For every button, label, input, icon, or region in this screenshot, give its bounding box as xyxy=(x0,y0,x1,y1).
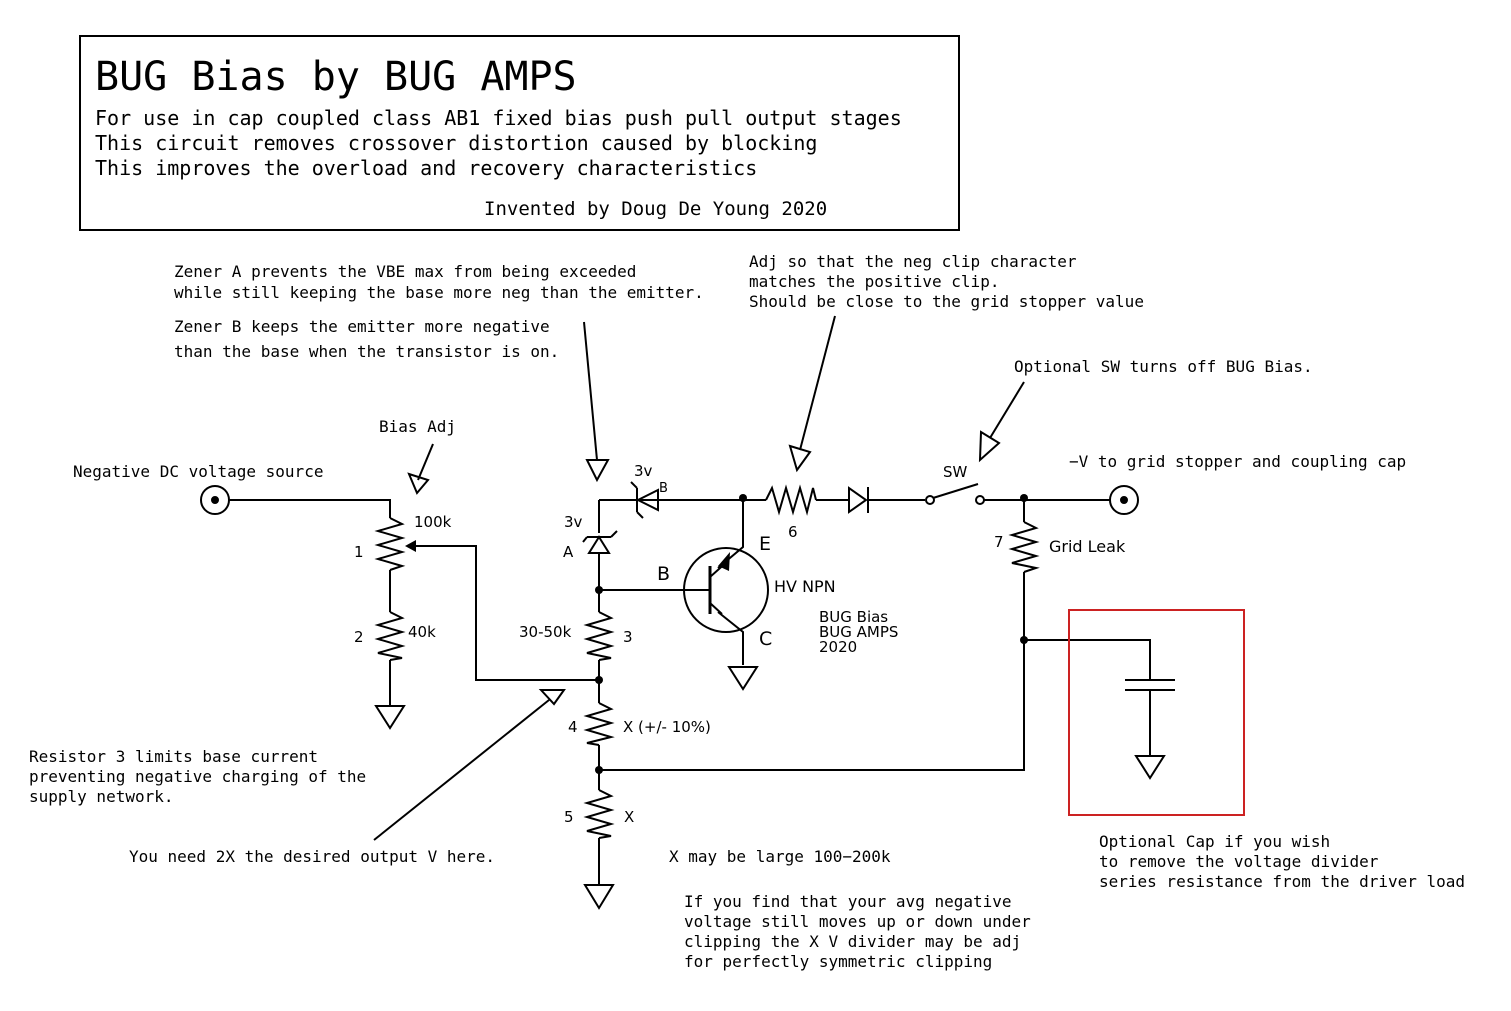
note-optional-cap-3: series resistance from the driver load xyxy=(1099,872,1465,891)
series-diode xyxy=(848,486,869,514)
resistor-6 xyxy=(765,484,817,516)
emitter-arrow-icon xyxy=(718,552,730,571)
stamp-line-1: BUG Bias xyxy=(819,608,888,626)
note-bias-adj: Bias Adj xyxy=(379,417,456,436)
stamp-line-2: BUG AMPS xyxy=(819,623,898,641)
pin-e-label: E xyxy=(759,533,771,555)
note-zener-b-1: Zener B keeps the emitter more negative xyxy=(174,317,550,336)
title-line-2: This circuit removes crossover distortio… xyxy=(95,131,817,155)
output-terminal xyxy=(1109,485,1139,515)
note-symmetric-4: for perfectly symmetric clipping xyxy=(684,952,992,971)
r4-value: X (+/- 10%) xyxy=(623,718,711,736)
r5-value: X xyxy=(624,808,634,826)
note-neg-dc-source: Negative DC voltage source xyxy=(73,462,323,481)
resistor-7-grid-leak xyxy=(1008,521,1040,573)
wires xyxy=(229,499,1151,885)
note-resistor3-3: supply network. xyxy=(29,787,174,806)
zener-a xyxy=(582,530,618,554)
pin-b-label: B xyxy=(657,563,670,585)
r7-value: Grid Leak xyxy=(1049,537,1126,556)
note-adj-3: Should be close to the grid stopper valu… xyxy=(749,292,1144,311)
note-optional-cap-1: Optional Cap if you wish xyxy=(1099,832,1330,851)
note-zener-a-1: Zener A prevents the VBE max from being … xyxy=(174,262,636,281)
zener-b-value: 3v xyxy=(634,462,653,480)
bug-bias-switch xyxy=(925,483,985,505)
title-credit: Invented by Doug De Young 2020 xyxy=(484,198,827,220)
title-line-1: For use in cap coupled class AB1 fixed b… xyxy=(95,106,902,130)
arrow-adj-icon xyxy=(788,315,836,473)
note-optional-cap-2: to remove the voltage divider xyxy=(1099,852,1379,871)
ground-icon-r2 xyxy=(374,705,406,730)
ground-icon-r5 xyxy=(583,884,615,910)
arrow-optional-sw-icon xyxy=(978,381,1025,463)
arrow-need-2x-icon xyxy=(373,689,566,841)
r5-number: 5 xyxy=(564,808,574,826)
note-symmetric-1: If you find that your avg negative xyxy=(684,892,1012,911)
note-x-large: X may be large 100−200k xyxy=(669,847,891,866)
r4-number: 4 xyxy=(568,718,578,736)
r1-value: 100k xyxy=(414,513,452,531)
title-line-3: This improves the overload and recovery … xyxy=(95,156,757,180)
switch-label: SW xyxy=(943,463,968,481)
r1-number: 1 xyxy=(354,543,364,561)
zener-b-label: B xyxy=(659,481,668,496)
note-zener-a-2: while still keeping the base more neg th… xyxy=(174,283,704,302)
junction-dots xyxy=(595,494,1028,774)
stamp-line-3: 2020 xyxy=(819,638,857,656)
resistor-2 xyxy=(374,611,406,661)
resistor-3 xyxy=(583,611,615,661)
note-symmetric-2: voltage still moves up or down under xyxy=(684,912,1031,931)
arrow-bias-adj-icon xyxy=(407,443,434,495)
note-need-2x: You need 2X the desired output V here. xyxy=(129,847,495,866)
r7-number: 7 xyxy=(994,533,1004,551)
note-resistor3-1: Resistor 3 limits base current xyxy=(29,747,318,766)
zener-a-label: A xyxy=(563,543,574,561)
r2-value: 40k xyxy=(408,623,436,641)
note-resistor3-2: preventing negative charging of the xyxy=(29,767,366,786)
note-adj-1: Adj so that the neg clip character xyxy=(749,252,1077,271)
resistor-4 xyxy=(583,702,615,746)
r3-value: 30-50k xyxy=(519,623,572,641)
diagram-title: BUG Bias by BUG AMPS xyxy=(95,54,577,100)
optional-capacitor xyxy=(1125,679,1175,691)
ground-icon-cap xyxy=(1134,755,1166,780)
resistor-5 xyxy=(583,789,615,839)
zener-a-value: 3v xyxy=(564,513,583,531)
note-symmetric-3: clipping the X V divider may be adj xyxy=(684,932,1021,951)
optional-cap-highlight-box xyxy=(1068,609,1245,816)
pin-c-label: C xyxy=(759,628,772,650)
r3-number: 3 xyxy=(623,628,633,646)
note-output: −V to grid stopper and coupling cap xyxy=(1069,452,1406,471)
ground-icon-collector xyxy=(727,666,759,691)
pot-wiper-arrow-icon xyxy=(405,540,416,552)
note-adj-2: matches the positive clip. xyxy=(749,272,999,291)
arrow-zener-a-icon xyxy=(583,321,610,483)
r6-number: 6 xyxy=(788,523,798,541)
input-terminal xyxy=(200,485,230,515)
resistor-1-pot xyxy=(374,517,406,571)
zener-b xyxy=(630,481,659,519)
r2-number: 2 xyxy=(354,628,364,646)
transistor-label: HV NPN xyxy=(774,577,836,596)
note-zener-b-2: than the base when the transistor is on. xyxy=(174,342,559,361)
title-box xyxy=(79,35,960,231)
note-optional-sw: Optional SW turns off BUG Bias. xyxy=(1014,357,1313,376)
